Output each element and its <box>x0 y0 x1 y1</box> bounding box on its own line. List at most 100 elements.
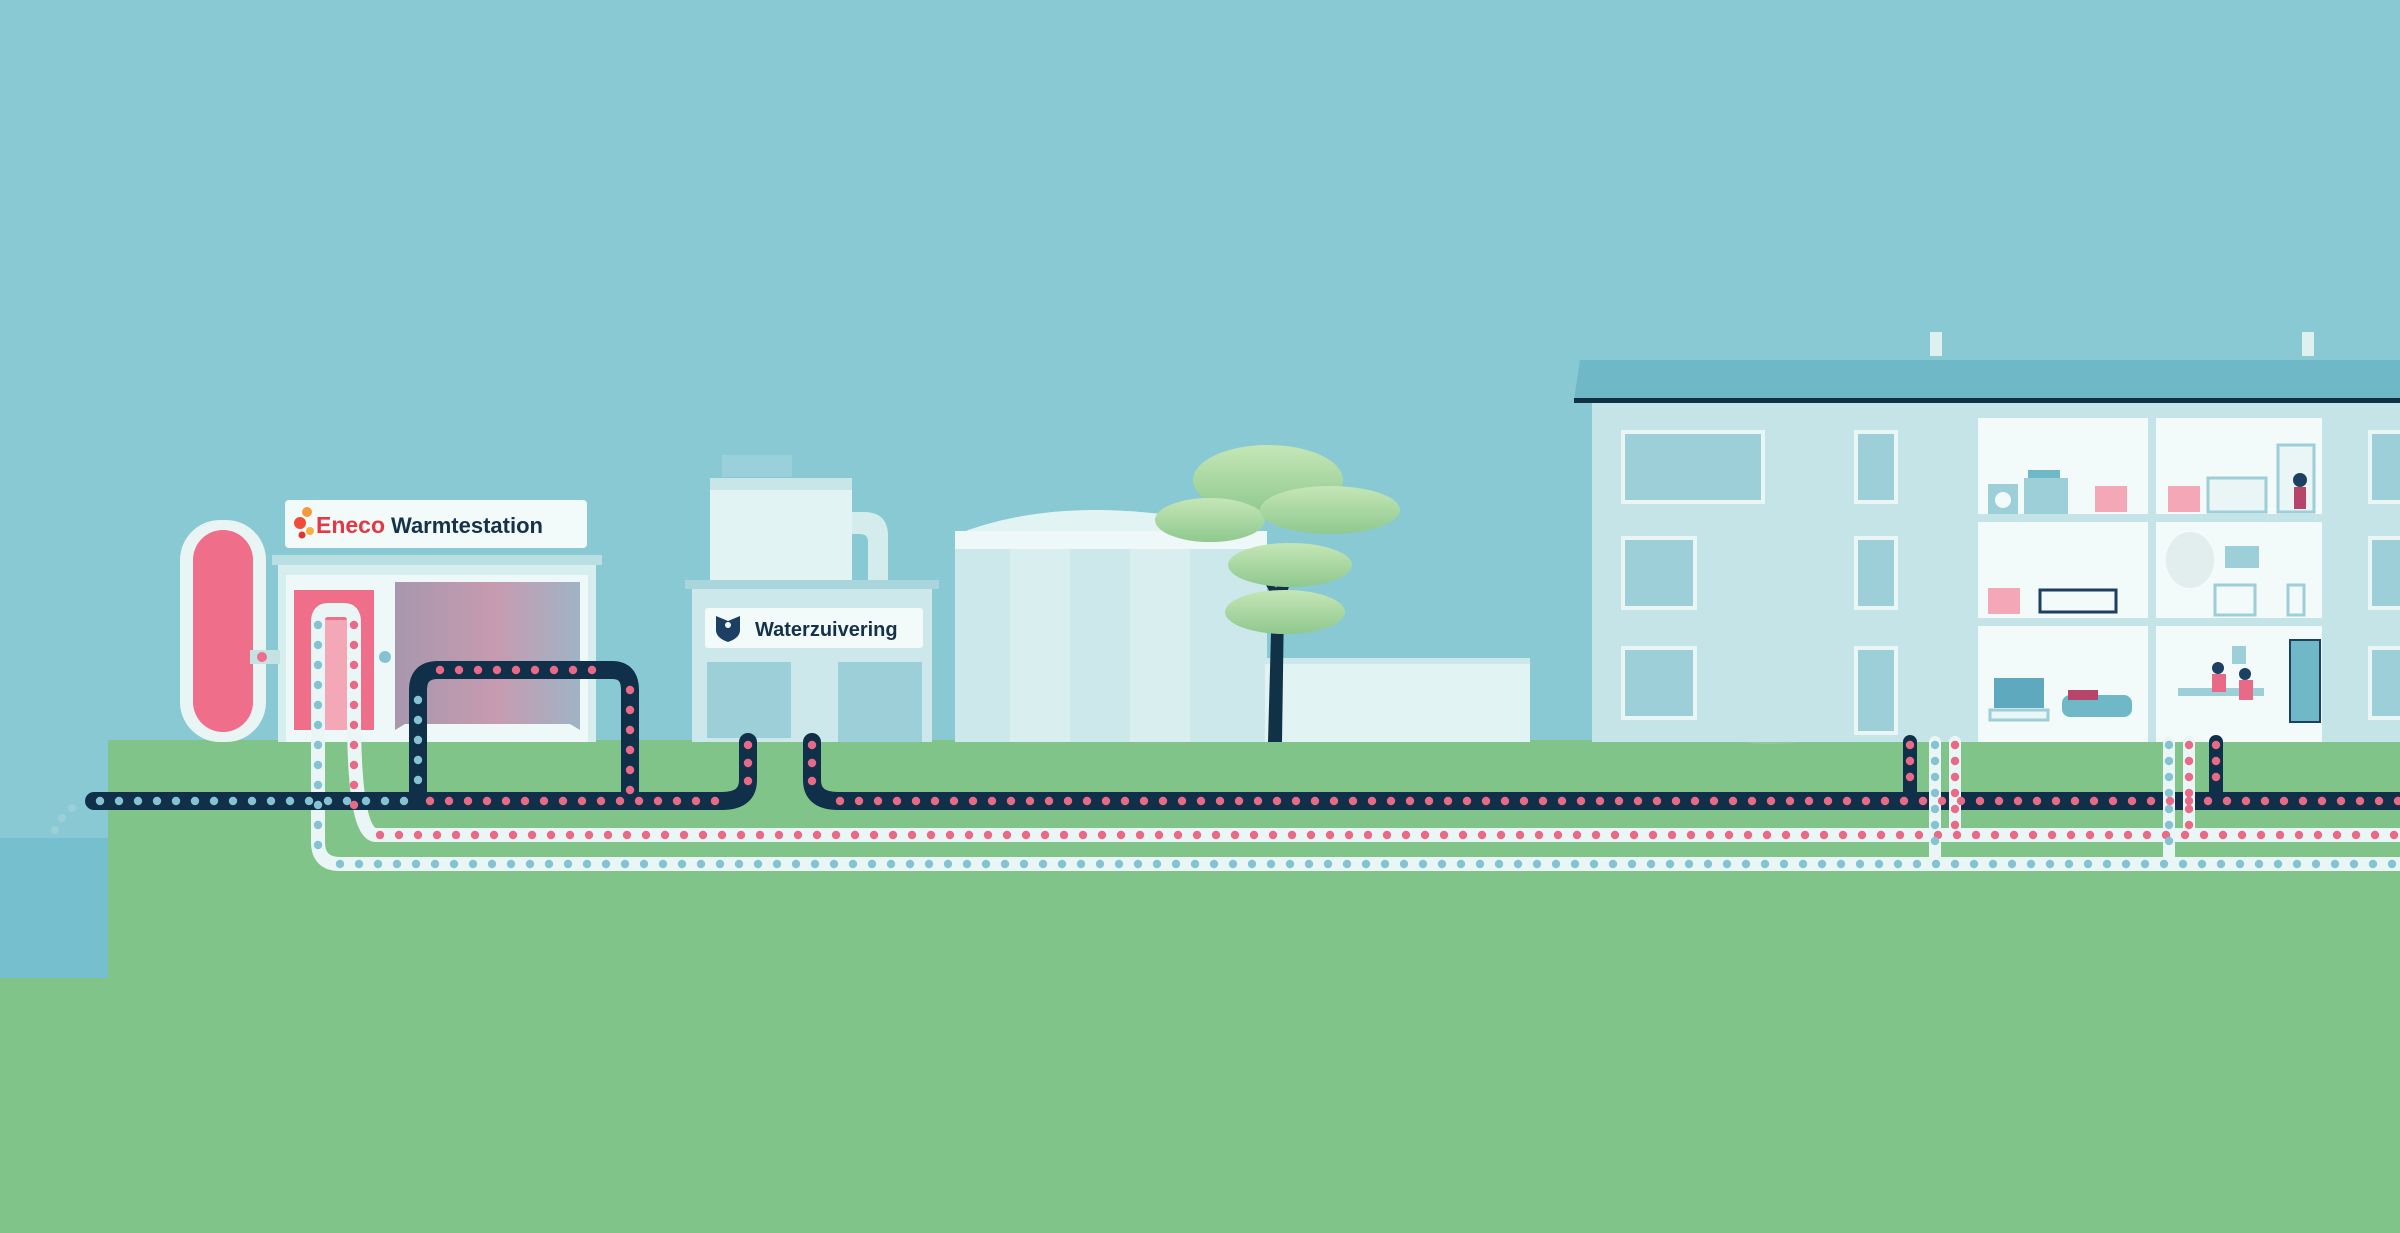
flow-dot <box>743 776 753 786</box>
flow-dot <box>698 830 708 840</box>
flow-dot <box>2051 796 2061 806</box>
flow-dot <box>2311 859 2321 869</box>
flow-dot <box>432 830 442 840</box>
flow-dot <box>2279 796 2289 806</box>
flow-dot <box>1690 796 1700 806</box>
flow-dot <box>1291 796 1301 806</box>
outflow-bubble <box>51 826 59 834</box>
flow-dot <box>313 620 323 630</box>
flow-dot <box>1038 859 1048 869</box>
flow-dot <box>1348 796 1358 806</box>
flow-dot <box>2387 859 2397 869</box>
flow-dot <box>1686 830 1696 840</box>
flow-dot <box>1285 859 1295 869</box>
flow-dot <box>2275 830 2285 840</box>
flow-dot <box>501 796 511 806</box>
flow-dot <box>964 830 974 840</box>
flow-dot <box>468 859 478 869</box>
flow-dot <box>285 796 295 806</box>
flow-dot <box>1190 859 1200 869</box>
flow-dot <box>924 859 934 869</box>
flow-dot <box>1855 859 1865 869</box>
flow-dot <box>1192 830 1202 840</box>
flow-dot <box>1956 796 1966 806</box>
flow-dot <box>2241 796 2251 806</box>
chimney <box>1930 332 1942 356</box>
low-building-roof <box>1265 658 1530 664</box>
rooftop-rail <box>710 478 852 490</box>
flow-dot <box>1952 830 1962 840</box>
flow-dot <box>1762 830 1772 840</box>
flow-dot <box>1667 830 1677 840</box>
flow-dot <box>2127 796 2137 806</box>
flow-dot <box>848 859 858 869</box>
flow-dot <box>1418 859 1428 869</box>
flow-dot <box>1893 859 1903 869</box>
valve <box>379 651 391 663</box>
flow-dot <box>349 620 359 630</box>
flow-dot <box>349 660 359 670</box>
flow-dot <box>1905 772 1915 782</box>
flow-dot <box>1494 859 1504 869</box>
flow-dot <box>1382 830 1392 840</box>
flow-dot <box>1950 772 1960 782</box>
rooftop-box <box>710 478 852 582</box>
flow-dot <box>807 740 817 750</box>
flow-dot <box>911 796 921 806</box>
flow-dot <box>1152 859 1162 869</box>
flow-dot <box>831 830 841 840</box>
flow-dot <box>525 859 535 869</box>
flow-dot <box>2013 796 2023 806</box>
flow-dot <box>835 796 845 806</box>
flow-dot <box>1876 830 1886 840</box>
water-inlet <box>0 838 108 978</box>
plant-roof <box>685 580 939 589</box>
flow-dot <box>1950 756 1960 766</box>
flow-dot <box>451 830 461 840</box>
flow-dot <box>1671 796 1681 806</box>
flow-dot <box>943 859 953 869</box>
flow-dot <box>1823 796 1833 806</box>
flow-dot <box>2026 859 2036 869</box>
flow-dot <box>1342 859 1352 869</box>
flow-dot <box>2389 830 2399 840</box>
water-plant-label: Waterzuivering <box>755 619 898 641</box>
flow-dot <box>2370 830 2380 840</box>
flow-dot <box>2164 756 2174 766</box>
flow-dot <box>1477 830 1487 840</box>
flow-dot <box>313 660 323 670</box>
flow-dot <box>968 796 978 806</box>
flow-dot <box>850 830 860 840</box>
flow-dot <box>1228 859 1238 869</box>
flow-dot <box>1591 830 1601 840</box>
flow-dot <box>1437 859 1447 869</box>
flow-dot <box>625 785 635 795</box>
flow-dot <box>1323 859 1333 869</box>
flow-dot <box>190 796 200 806</box>
roof-edge <box>1574 398 2400 403</box>
flow-dot <box>2199 830 2209 840</box>
flow-dot <box>888 830 898 840</box>
water-treatment-plant: Waterzuivering <box>685 455 939 742</box>
flow-dot <box>2032 796 2042 806</box>
flow-dot <box>2203 796 2213 806</box>
flow-dot <box>313 700 323 710</box>
flow-dot <box>987 796 997 806</box>
flow-dot <box>2123 830 2133 840</box>
flow-dot <box>867 859 877 869</box>
flow-dot <box>930 796 940 806</box>
flow-dot <box>2374 796 2384 806</box>
flow-dot <box>1325 830 1335 840</box>
flow-dot <box>1895 830 1905 840</box>
plant-window <box>707 662 791 738</box>
flow-dot <box>2178 859 2188 869</box>
flow-dot <box>1215 796 1225 806</box>
flow-dot <box>2083 859 2093 869</box>
flow-dot <box>1405 796 1415 806</box>
flow-dot <box>625 685 635 695</box>
flow-dot <box>2146 796 2156 806</box>
flow-dot <box>772 859 782 869</box>
flow-dot <box>394 830 404 840</box>
flow-dot <box>873 796 883 806</box>
flow-dot <box>2180 830 2190 840</box>
